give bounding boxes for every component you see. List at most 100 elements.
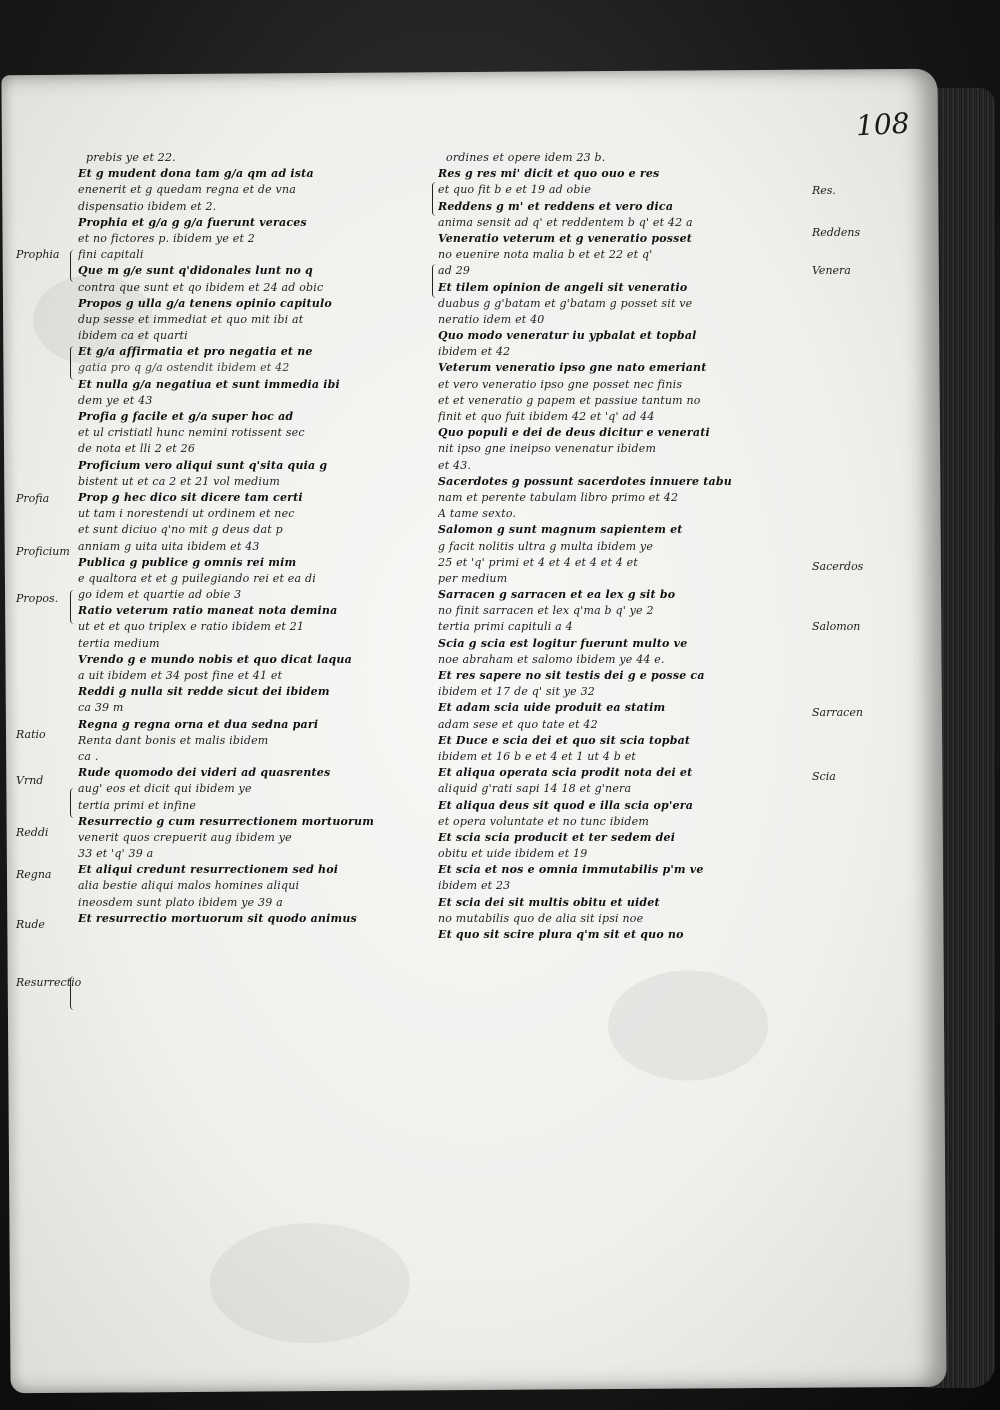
manuscript-line: g facit nolitis ultra g multa ibidem ye	[438, 539, 654, 553]
paragraph-bracket	[70, 346, 77, 380]
manuscript-line: contra que sunt et qo ibidem et 24 ad ob…	[78, 280, 324, 294]
manuscript-line: ad 29	[438, 264, 471, 278]
manuscript-line: tertia primi capituli a 4	[438, 620, 573, 634]
manuscript-line: et vero veneratio ipso gne posset nec fi…	[438, 377, 683, 391]
manuscript-line: et ul cristiatl hunc nemini rotissent se…	[78, 426, 305, 440]
manuscript-line: Veneratio veterum et g veneratio posset	[438, 231, 693, 245]
manuscript-line: Et quo sit scire plura q'm sit et quo no	[438, 928, 684, 941]
manuscript-line: Vrendo g e mundo nobis et quo dicat laqu…	[78, 652, 352, 666]
manuscript-line: 33 et 'q' 39 a	[78, 847, 154, 861]
margin-note-left: Profia	[16, 492, 50, 505]
right-text-column: ordines et opere idem 23 b. Res g res mi…	[438, 150, 793, 943]
manuscript-line: Reddens g m' et reddens et vero dica	[438, 199, 674, 213]
paragraph-bracket	[432, 182, 439, 216]
manuscript-line: et 43.	[438, 458, 472, 472]
manuscript-line: Veterum veneratio ipso gne nato emeriant	[438, 361, 707, 375]
manuscript-line: tertia primi et infine	[78, 798, 197, 812]
manuscript-line: ibidem et 16 b e et 4 et 1 ut 4 b et	[438, 749, 637, 763]
margin-note-right: Scia	[812, 770, 836, 783]
manuscript-line: ca 39 m	[78, 701, 124, 715]
manuscript-line: Proficium vero aliqui sunt q'sita quia g	[78, 458, 328, 472]
manuscript-line: A tame sexto.	[438, 507, 517, 521]
manuscript-line: Ratio veterum ratio maneat nota demina	[78, 604, 338, 618]
manuscript-line: et sunt diciuo q'no mit g deus dat p	[78, 523, 283, 537]
page-stain	[209, 1222, 411, 1344]
manuscript-line: Prophia et g/a g g/a fuerunt veraces	[78, 215, 307, 229]
manuscript-line: Resurrectio g cum resurrectionem mortuor…	[78, 814, 375, 828]
manuscript-line: ut tam i norestendi ut ordinem et nec	[78, 507, 295, 521]
manuscript-line: adam sese et quo tate et 42	[438, 717, 598, 731]
manuscript-line: de nota et lli 2 et 26	[78, 442, 196, 456]
margin-note-right: Sacerdos	[812, 560, 864, 573]
manuscript-line: Res g res mi' dicit et quo ouo e res	[438, 167, 660, 181]
manuscript-line: Et adam scia uide produit ea statim	[438, 701, 666, 715]
manuscript-line: tertia medium	[78, 636, 160, 650]
manuscript-line: Et scia et nos e omnia immutabilis p'm v…	[438, 863, 704, 877]
manuscript-line: Salomon g sunt magnum sapientem et	[438, 523, 683, 537]
manuscript-line: Reddi g nulla sit redde sicut dei ibidem	[78, 685, 330, 699]
manuscript-line: dup sesse et immediat et quo mit ibi at	[78, 312, 304, 326]
manuscript-line: ut et et quo triplex e ratio ibidem et 2…	[78, 620, 305, 634]
manuscript-line: aug' eos et dicit qui ibidem ye	[78, 782, 252, 796]
page-stain	[607, 969, 769, 1082]
margin-note-left: Prophia	[16, 248, 60, 261]
manuscript-line: Et scia scia producit et ter sedem dei	[438, 830, 676, 844]
manuscript-line: anima sensit ad q' et reddentem b q' et …	[438, 215, 693, 229]
manuscript-line: Prop g hec dico sit dicere tam certi	[78, 490, 303, 504]
manuscript-line: Et aliqui credunt resurrectionem sed hoi	[78, 863, 339, 877]
manuscript-line: a uit ibidem et 34 post fine et 41 et	[78, 669, 283, 682]
manuscript-line: Et aliqua operata scia prodit nota dei e…	[438, 766, 693, 780]
folio-number: 108	[855, 106, 911, 143]
margin-note-left: Vrnd	[16, 774, 44, 787]
manuscript-line: Que m g/e sunt q'didonales lunt no q	[78, 264, 313, 278]
manuscript-line: 25 et 'q' primi et 4 et 4 et 4 et 4 et	[438, 555, 638, 569]
margin-note-right: Reddens	[812, 226, 861, 239]
manuscript-line: Et Duce e scia dei et quo sit scia topba…	[438, 733, 691, 747]
manuscript-line: gatia pro q g/a ostendit ibidem et 42	[78, 361, 290, 375]
manuscript-line: Et nulla g/a negatiua et sunt immedia ib…	[78, 377, 340, 391]
manuscript-line: Regna g regna orna et dua sedna pari	[78, 717, 319, 731]
manuscript-line: ibidem et 23	[438, 879, 511, 893]
margin-note-left: Reddi	[16, 826, 49, 839]
margin-note-right: Venera	[812, 264, 851, 277]
manuscript-line: nam et perente tabulam libro primo et 42	[438, 490, 679, 504]
manuscript-line: alia bestie aliqui malos homines aliqui	[78, 879, 300, 893]
margin-note-left: Propos.	[16, 592, 59, 605]
manuscript-line: Sacerdotes g possunt sacerdotes innuere …	[438, 474, 732, 488]
manuscript-line: ordines et opere idem 23 b.	[446, 151, 606, 164]
manuscript-line: Rude quomodo dei videri ad quasrentes	[78, 766, 331, 780]
manuscript-line: et quo fit b e et 19 ad obie	[438, 183, 592, 197]
manuscript-line: Et resurrectio mortuorum sit quodo animu…	[78, 911, 357, 925]
manuscript-line: et opera voluntate et no tunc ibidem	[438, 814, 649, 828]
manuscript-line: dispensatio ibidem et 2.	[78, 199, 217, 213]
manuscript-line: ca .	[78, 749, 99, 763]
margin-note-left: Rude	[16, 918, 45, 931]
paragraph-bracket	[432, 264, 439, 298]
margin-note-left: Ratio	[16, 728, 46, 741]
paragraph-bracket	[70, 250, 77, 282]
manuscript-line: Et g/a affirmatia et pro negatia et ne	[78, 345, 313, 359]
manuscript-line: bistent ut et ca 2 et 21 vol medium	[78, 474, 281, 488]
manuscript-line: no mutabilis quo de alia sit ipsi noe	[438, 911, 644, 925]
manuscript-line: Sarracen g sarracen et ea lex g sit bo	[438, 588, 676, 602]
manuscript-line: Et g mudent dona tam g/a qm ad ista	[78, 167, 314, 181]
manuscript-line: anniam g uita uita ibidem et 43	[78, 539, 260, 553]
manuscript-line: go idem et quartie ad obie 3	[78, 588, 242, 602]
manuscript-line: prebis ye et 22.	[86, 151, 176, 164]
manuscript-line: Et scia dei sit multis obitu et uidet	[438, 895, 660, 909]
manuscript-line: Propos g ulla g/a tenens opinio capitulo	[78, 296, 332, 310]
margin-note-left: Resurrectio	[16, 976, 82, 989]
margin-note-right: Salomon	[812, 620, 861, 633]
manuscript-line: noe abraham et salomo ibidem ye 44 e.	[438, 652, 665, 666]
manuscript-line: no finit sarracen et lex q'ma b q' ye 2	[438, 604, 654, 618]
paragraph-bracket	[70, 590, 77, 624]
manuscript-line: Quo populi e dei de deus dicitur e vener…	[438, 426, 710, 440]
manuscript-line: ibidem et 17 de q' sit ye 32	[438, 685, 595, 699]
manuscript-line: venerit quos crepuerit aug ibidem ye	[78, 830, 292, 844]
paragraph-bracket	[70, 788, 77, 818]
paragraph-bracket	[70, 976, 77, 1010]
manuscript-line: Profia g facile et g/a super hoc ad	[78, 410, 294, 423]
margin-note-right: Sarracen	[812, 706, 863, 719]
margin-note-right: Res.	[812, 184, 836, 197]
manuscript-line: et et veneratio g papem et passiue tantu…	[438, 393, 701, 407]
